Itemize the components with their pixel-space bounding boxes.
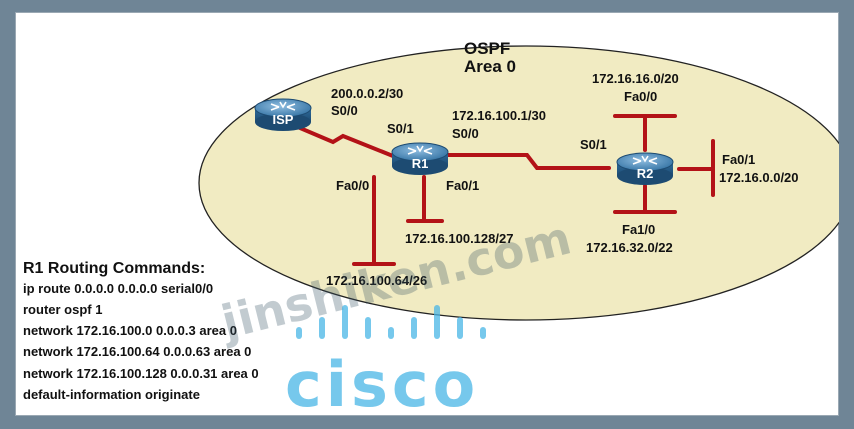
r1-r2-serial-link	[445, 153, 611, 170]
cisco-logo-word: cisco	[285, 348, 479, 416]
isp-r1-serial-link	[291, 123, 395, 158]
r1-s01-label: S0/1	[387, 121, 414, 136]
isp-s00-label: S0/0	[331, 103, 358, 118]
ospf-label: OSPF	[464, 39, 510, 58]
command-line: network 172.16.100.64 0.0.0.63 area 0	[23, 344, 251, 359]
command-line: network 172.16.100.0 0.0.0.3 area 0	[23, 323, 237, 338]
r1-fa00-label: Fa0/0	[336, 178, 369, 193]
command-line: network 172.16.100.128 0.0.0.31 area 0	[23, 366, 259, 381]
router-r1: R1	[391, 142, 449, 175]
ospf-area-ellipse	[198, 45, 839, 321]
router-isp-label: ISP	[273, 112, 294, 127]
r2-fa10-network-label: 172.16.32.0/22	[586, 240, 673, 255]
r1-fa00-network-label: 172.16.100.64/26	[326, 273, 427, 288]
diagram-panel: ISP R1 R2 OSPF Area 0 200.0.0.2/30 S0/0 …	[15, 12, 839, 416]
r1-s00-label: S0/0	[452, 126, 479, 141]
routing-commands: R1 Routing Commands: ip route 0.0.0.0 0.…	[23, 260, 259, 402]
isp-address-label: 200.0.0.2/30	[331, 86, 403, 101]
commands-title: R1 Routing Commands:	[23, 260, 205, 277]
r2-fa10-label: Fa1/0	[622, 222, 655, 237]
r2-fa00-network-label: 172.16.16.0/20	[592, 71, 679, 86]
r2-fa01-label: Fa0/1	[722, 152, 755, 167]
r1-fa01-label: Fa0/1	[446, 178, 479, 193]
command-line: router ospf 1	[23, 302, 102, 317]
r2-fa01-network-label: 172.16.0.0/20	[719, 170, 799, 185]
r2-s01-label: S0/1	[580, 137, 607, 152]
router-r1-label: R1	[412, 156, 429, 171]
area-label: Area 0	[464, 57, 516, 76]
router-r2: R2	[616, 152, 674, 185]
network-diagram: ISP R1 R2 OSPF Area 0 200.0.0.2/30 S0/0 …	[23, 39, 839, 416]
r2-fa00-label: Fa0/0	[624, 89, 657, 104]
r1-serial-address-label: 172.16.100.1/30	[452, 108, 546, 123]
command-line: default-information originate	[23, 387, 200, 402]
router-r2-label: R2	[637, 166, 654, 181]
command-line: ip route 0.0.0.0 0.0.0.0 serial0/0	[23, 281, 213, 296]
router-isp: ISP	[254, 98, 312, 131]
cisco-logo-watermark	[296, 305, 486, 339]
links	[291, 114, 715, 266]
r1-fa01-network-label: 172.16.100.128/27	[405, 231, 513, 246]
